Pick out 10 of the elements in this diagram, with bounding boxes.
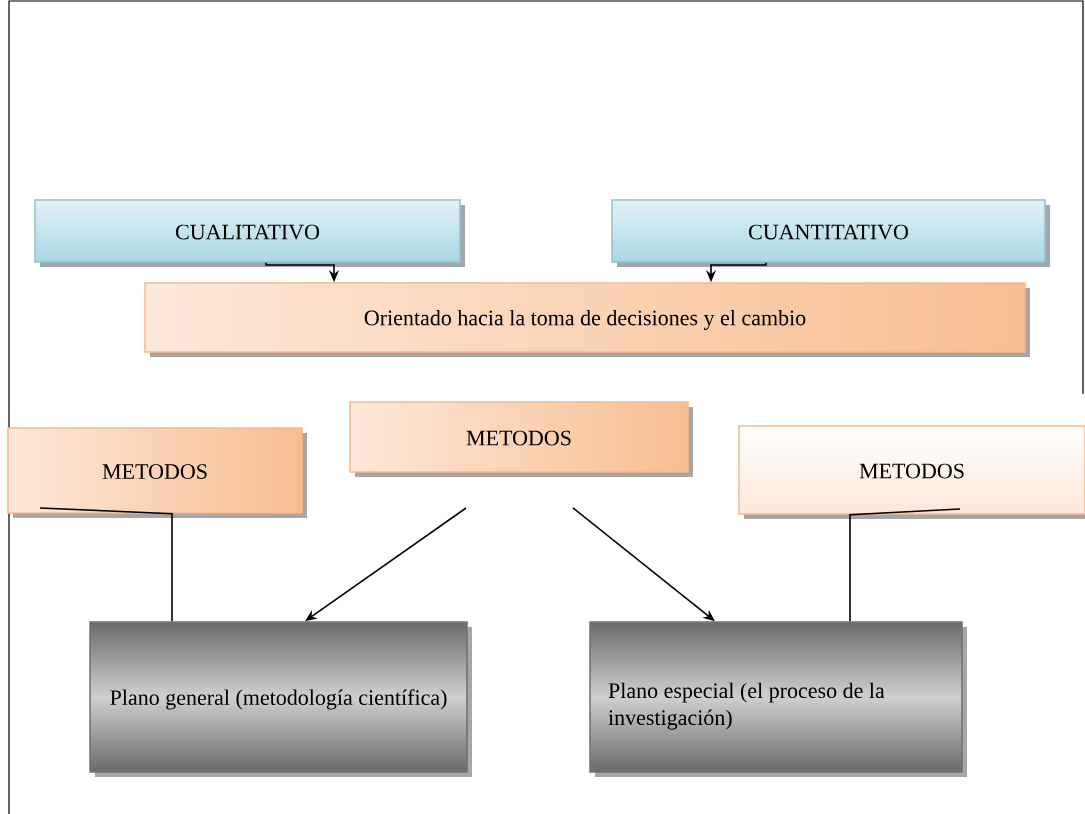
process-box: Plano especial (el proceso de la investigación) [589, 621, 967, 777]
process-box: METODOS [7, 427, 307, 518]
process-box: CUALITATIVO [34, 199, 465, 267]
process-box: Plano general (metodología científica) [89, 621, 472, 777]
process-box: Orientado hacia la toma de decisiones y el cambio [144, 282, 1030, 357]
connector-line [39, 507, 173, 623]
process-box: METODOS [738, 425, 1085, 519]
process-box: CUANTITATIVO [611, 199, 1050, 267]
process-box: METODOS [349, 401, 693, 477]
connector-line [849, 508, 961, 623]
